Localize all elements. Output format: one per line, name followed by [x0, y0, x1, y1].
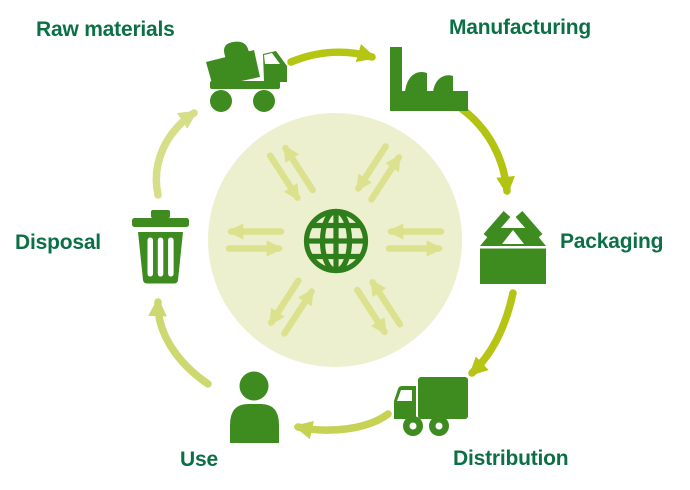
cycle-arrow-disposal-to-raw-materials [152, 109, 198, 199]
stage-label-distribution: Distribution [453, 447, 569, 470]
stage-label-raw-materials: Raw materials [36, 18, 175, 41]
person-icon [230, 371, 279, 443]
dump-truck-icon [206, 41, 287, 112]
package-box-icon [480, 211, 546, 284]
stage-label-packaging: Packaging [560, 230, 664, 253]
factory-icon [390, 47, 468, 111]
cycle-arrow-use-to-disposal [148, 297, 212, 388]
trash-can-icon [132, 210, 189, 284]
cycle-arrow-distribution-to-use [293, 410, 392, 440]
cycle-arrow-raw-materials-to-manufacturing [287, 44, 377, 66]
cycle-arrow-packaging-to-distribution [468, 289, 517, 377]
stage-label-use: Use [180, 448, 218, 471]
stage-label-manufacturing: Manufacturing [449, 16, 592, 39]
globe-icon [303, 208, 369, 274]
delivery-truck-icon [394, 377, 468, 436]
cycle-arrow-manufacturing-to-packaging [458, 105, 515, 196]
stage-label-disposal: Disposal [15, 231, 101, 254]
